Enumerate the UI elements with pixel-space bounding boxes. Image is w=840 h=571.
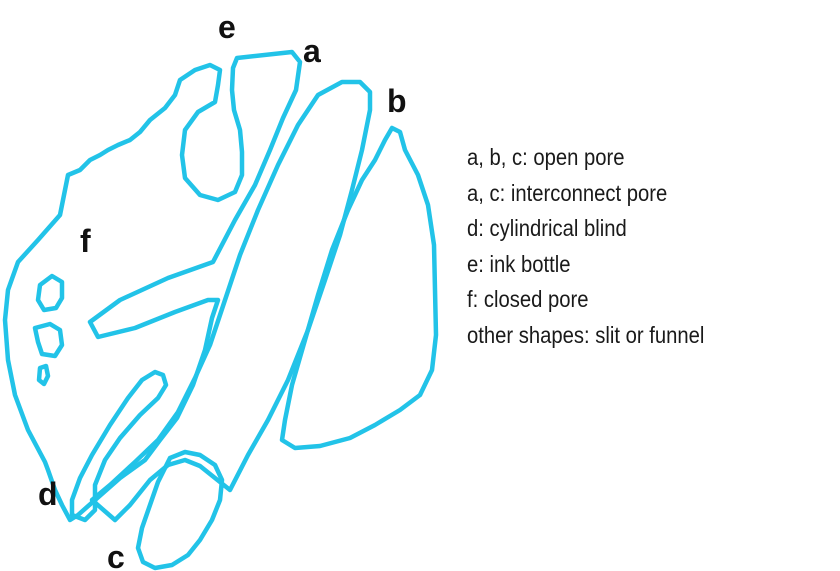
closed-pore-f3 [39, 366, 48, 384]
legend-item-ink-bottle: e: ink bottle [467, 247, 704, 283]
label-c: c [107, 539, 125, 571]
label-a: a [303, 33, 321, 69]
label-b: b [387, 83, 407, 119]
label-d: d [38, 476, 58, 512]
open-pore-b [282, 128, 436, 448]
legend-item-cylindrical-blind: d: cylindrical blind [467, 211, 704, 247]
legend-item-other-shapes: other shapes: slit or funnel [467, 318, 704, 354]
label-e: e [218, 9, 236, 45]
label-f: f [80, 223, 91, 259]
legend-item-open-pore: a, b, c: open pore [467, 140, 704, 176]
legend-item-interconnect-pore: a, c: interconnect pore [467, 176, 704, 212]
particle-outline [5, 52, 300, 520]
legend-item-closed-pore: f: closed pore [467, 282, 704, 318]
open-pore-a [92, 82, 370, 520]
legend: a, b, c: open pore a, c: interconnect po… [467, 140, 704, 353]
closed-pore-f1 [38, 276, 62, 310]
open-pore-c [138, 452, 222, 568]
closed-pore-f2 [35, 324, 62, 356]
